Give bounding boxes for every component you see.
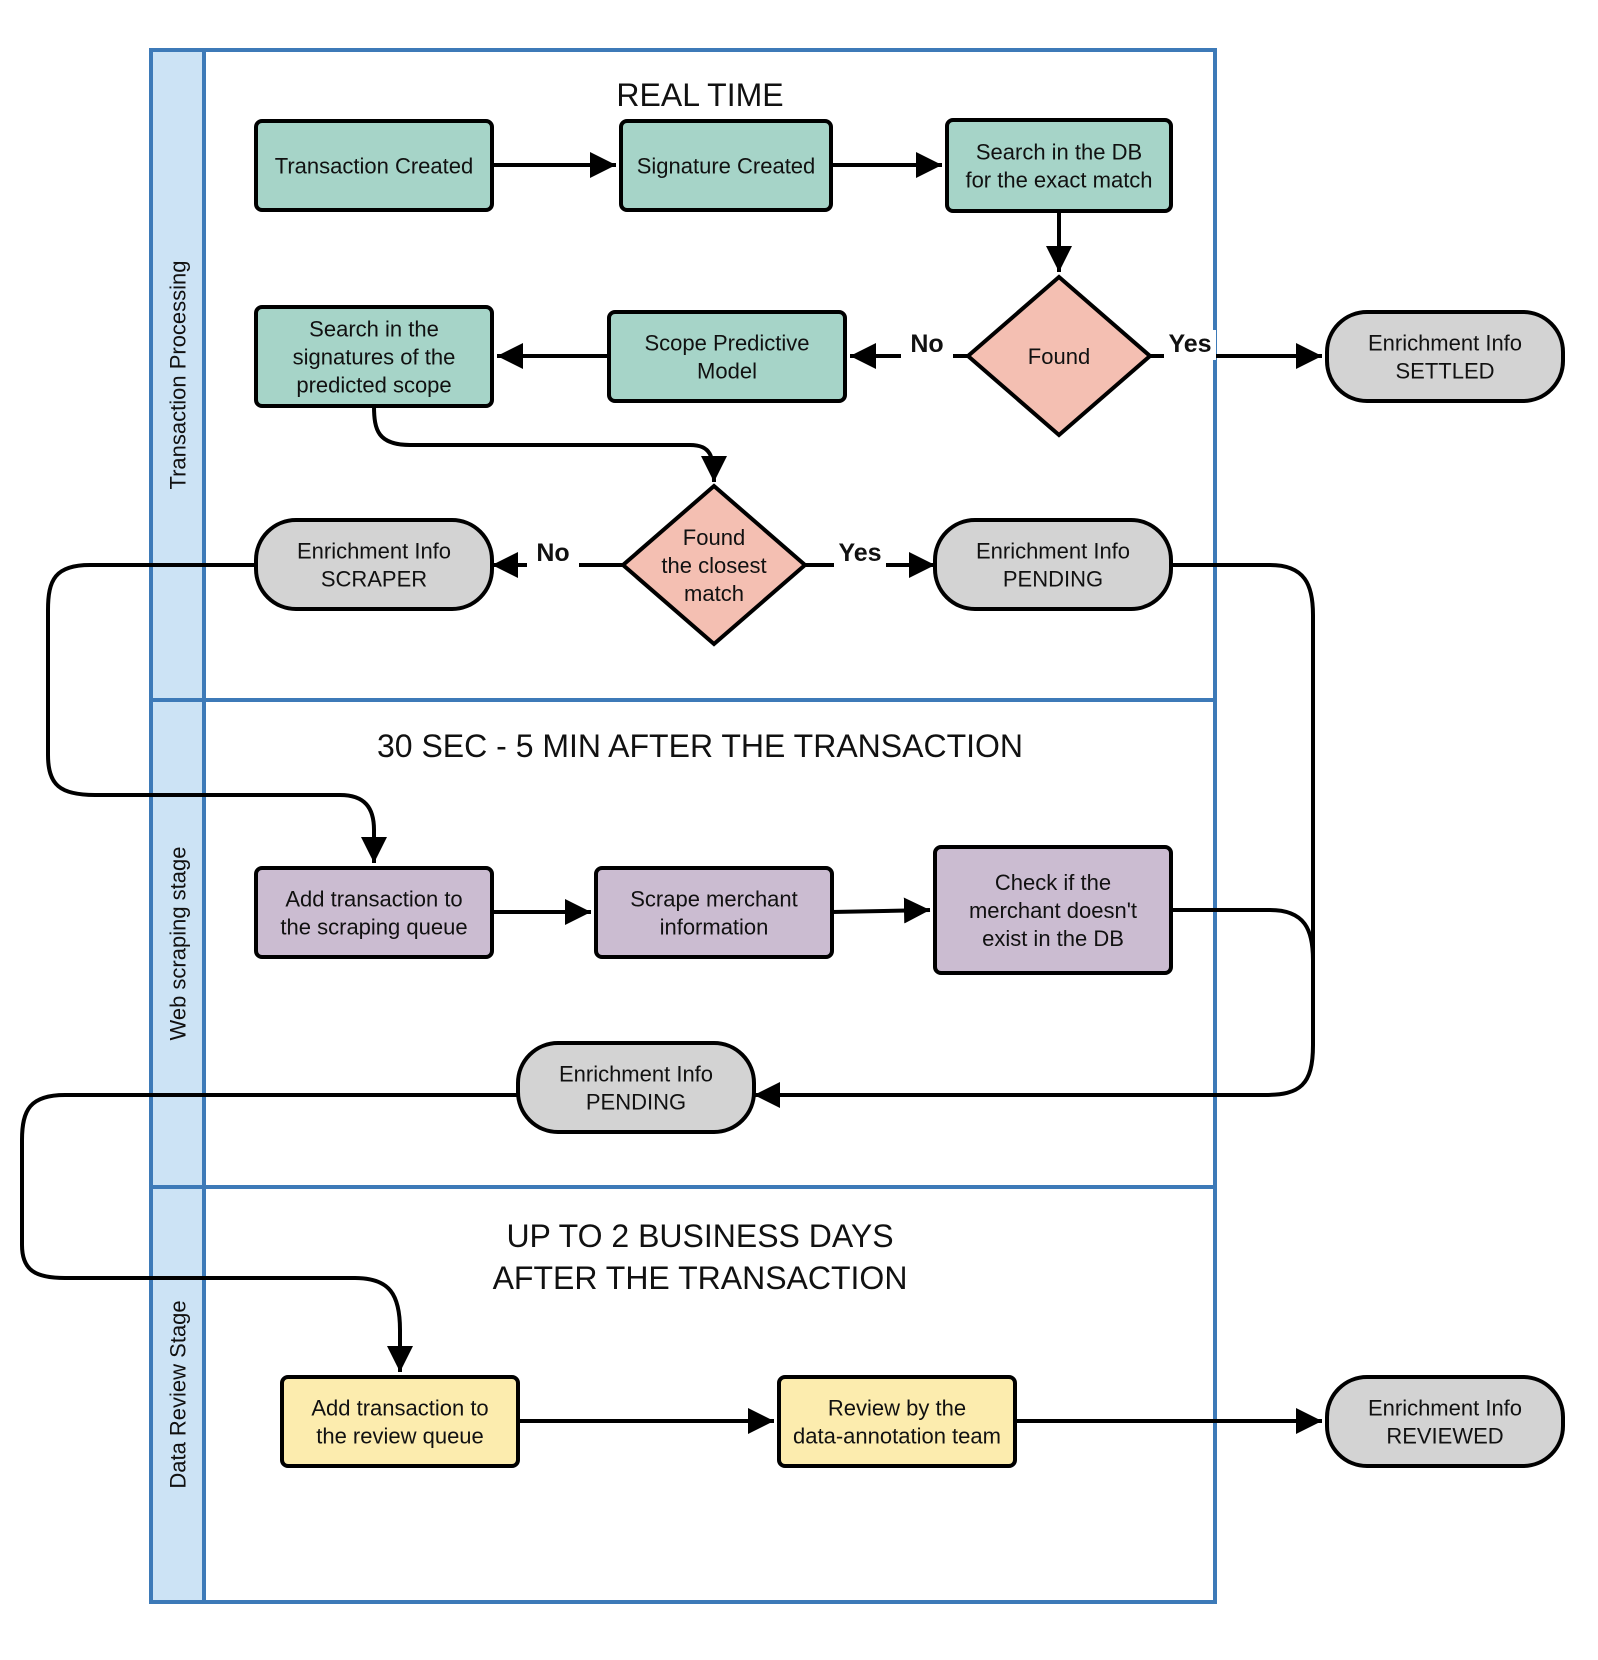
node-scrape-merchant: Scrape merchant information	[594, 866, 834, 959]
edge-label-bg	[834, 539, 886, 569]
process-box	[254, 866, 494, 959]
lane-header	[149, 1185, 206, 1604]
edge-label: No	[910, 330, 943, 358]
edge-label: Yes	[1168, 330, 1211, 358]
process-box	[607, 310, 847, 403]
process-box	[619, 119, 833, 212]
lane-title: UP TO 2 BUSINESS DAYS	[506, 1218, 893, 1254]
edge-e7	[372, 405, 727, 483]
node-text-line: the closest	[661, 553, 766, 578]
node-add-review-queue: Add transaction to the review queue	[280, 1375, 520, 1468]
lane-ws: Web scraping stage 30 SEC - 5 MIN AFTER T…	[149, 698, 1217, 1189]
process-box	[594, 866, 834, 959]
node-text-line: information	[660, 915, 769, 940]
node-text-line: match	[684, 581, 744, 606]
node-text-line: Found	[1028, 344, 1090, 369]
lane-title: REAL TIME	[616, 77, 783, 113]
lane-dr: Data Review Stage UP TO 2 BUSINESS DAYS AF…	[149, 1185, 1217, 1604]
edge-label-bg	[527, 539, 579, 569]
node-text-line: the review queue	[316, 1424, 484, 1449]
node-add-scraping-queue: Add transaction to the scraping queue	[254, 866, 494, 959]
edge-label: No	[536, 539, 569, 567]
node-text-line: data-annotation team	[793, 1424, 1001, 1449]
node-text-line: PENDING	[586, 1090, 686, 1115]
node-text-line: Transaction Created	[275, 154, 474, 179]
process-box	[777, 1375, 1017, 1468]
node-text-line: Review by the	[828, 1396, 966, 1421]
node-transaction-created: Transaction Created	[254, 119, 494, 212]
edge-e10	[46, 563, 387, 863]
node-text-line: Signature Created	[637, 154, 816, 179]
lane-body	[202, 1185, 1217, 1604]
node-text-line: Check if the	[995, 870, 1111, 895]
edge-e15	[20, 1093, 518, 1372]
node-found-closest: Found the closest match	[619, 483, 809, 647]
lane-label: Web scraping stage	[166, 846, 191, 1040]
node-text-line: Enrichment Info	[1368, 1396, 1522, 1421]
terminal-pill	[1325, 310, 1565, 403]
node-text-line: predicted scope	[296, 373, 451, 398]
edge-e12	[831, 897, 931, 924]
node-text-line: merchant doesn't	[969, 898, 1137, 923]
node-text-line: the scraping queue	[280, 915, 467, 940]
node-search-signatures: Search in the signatures of the predicted …	[254, 305, 494, 408]
node-text-line: PENDING	[1003, 567, 1103, 592]
lane-header	[149, 698, 206, 1189]
process-box	[254, 119, 494, 212]
node-text-line: SCRAPER	[321, 567, 427, 592]
edge-e14	[1171, 563, 1315, 1045]
lane-title: 30 SEC - 5 MIN AFTER THE TRANSACTION	[377, 728, 1023, 764]
node-search-db-exact: Search in the DB for the exact match	[945, 118, 1173, 213]
node-text-line: Scrape merchant	[630, 887, 798, 912]
node-text-line: Found	[683, 525, 745, 550]
node-text-line: Enrichment Info	[297, 539, 451, 564]
node-check-merchant: Check if the merchant doesn't exist in the…	[933, 845, 1173, 975]
process-box	[280, 1375, 520, 1468]
node-text-line: Enrichment Info	[1368, 331, 1522, 356]
decision-diamond	[964, 274, 1154, 438]
lane-title: AFTER THE TRANSACTION	[493, 1260, 908, 1296]
node-text-line: for the exact match	[965, 168, 1152, 193]
node-text-line: Enrichment Info	[976, 539, 1130, 564]
lane-label: Data Review Stage	[166, 1300, 191, 1488]
node-signature-created: Signature Created	[619, 119, 833, 212]
node-text-line: Search in the DB	[976, 140, 1142, 165]
process-box	[254, 305, 494, 408]
node-text-line: SETTLED	[1395, 359, 1494, 384]
terminal-pill	[933, 518, 1173, 611]
node-text-line: Add transaction to	[311, 1396, 488, 1421]
edge-label: Yes	[838, 539, 881, 567]
edge-label-bg	[901, 330, 953, 360]
terminal-pill	[516, 1041, 756, 1134]
terminal-pill	[254, 518, 494, 611]
node-found: Found	[964, 274, 1154, 438]
edge-label-bg	[1164, 330, 1216, 360]
process-box	[933, 845, 1173, 975]
node-text-line: Model	[697, 359, 757, 384]
lane-label: Transaction Processing	[166, 260, 191, 489]
decision-diamond	[619, 483, 809, 647]
node-review-team: Review by the data-annotation team	[777, 1375, 1017, 1468]
node-text-line: REVIEWED	[1386, 1424, 1503, 1449]
node-text-line: Search in the	[309, 317, 439, 342]
terminal-pill	[1325, 1375, 1565, 1468]
node-text-line: Add transaction to	[285, 887, 462, 912]
process-box	[945, 118, 1173, 213]
node-text-line: Scope Predictive	[644, 331, 809, 356]
node-text-line: Enrichment Info	[559, 1062, 713, 1087]
node-text-line: signatures of the	[293, 345, 456, 370]
node-text-line: exist in the DB	[982, 926, 1124, 951]
